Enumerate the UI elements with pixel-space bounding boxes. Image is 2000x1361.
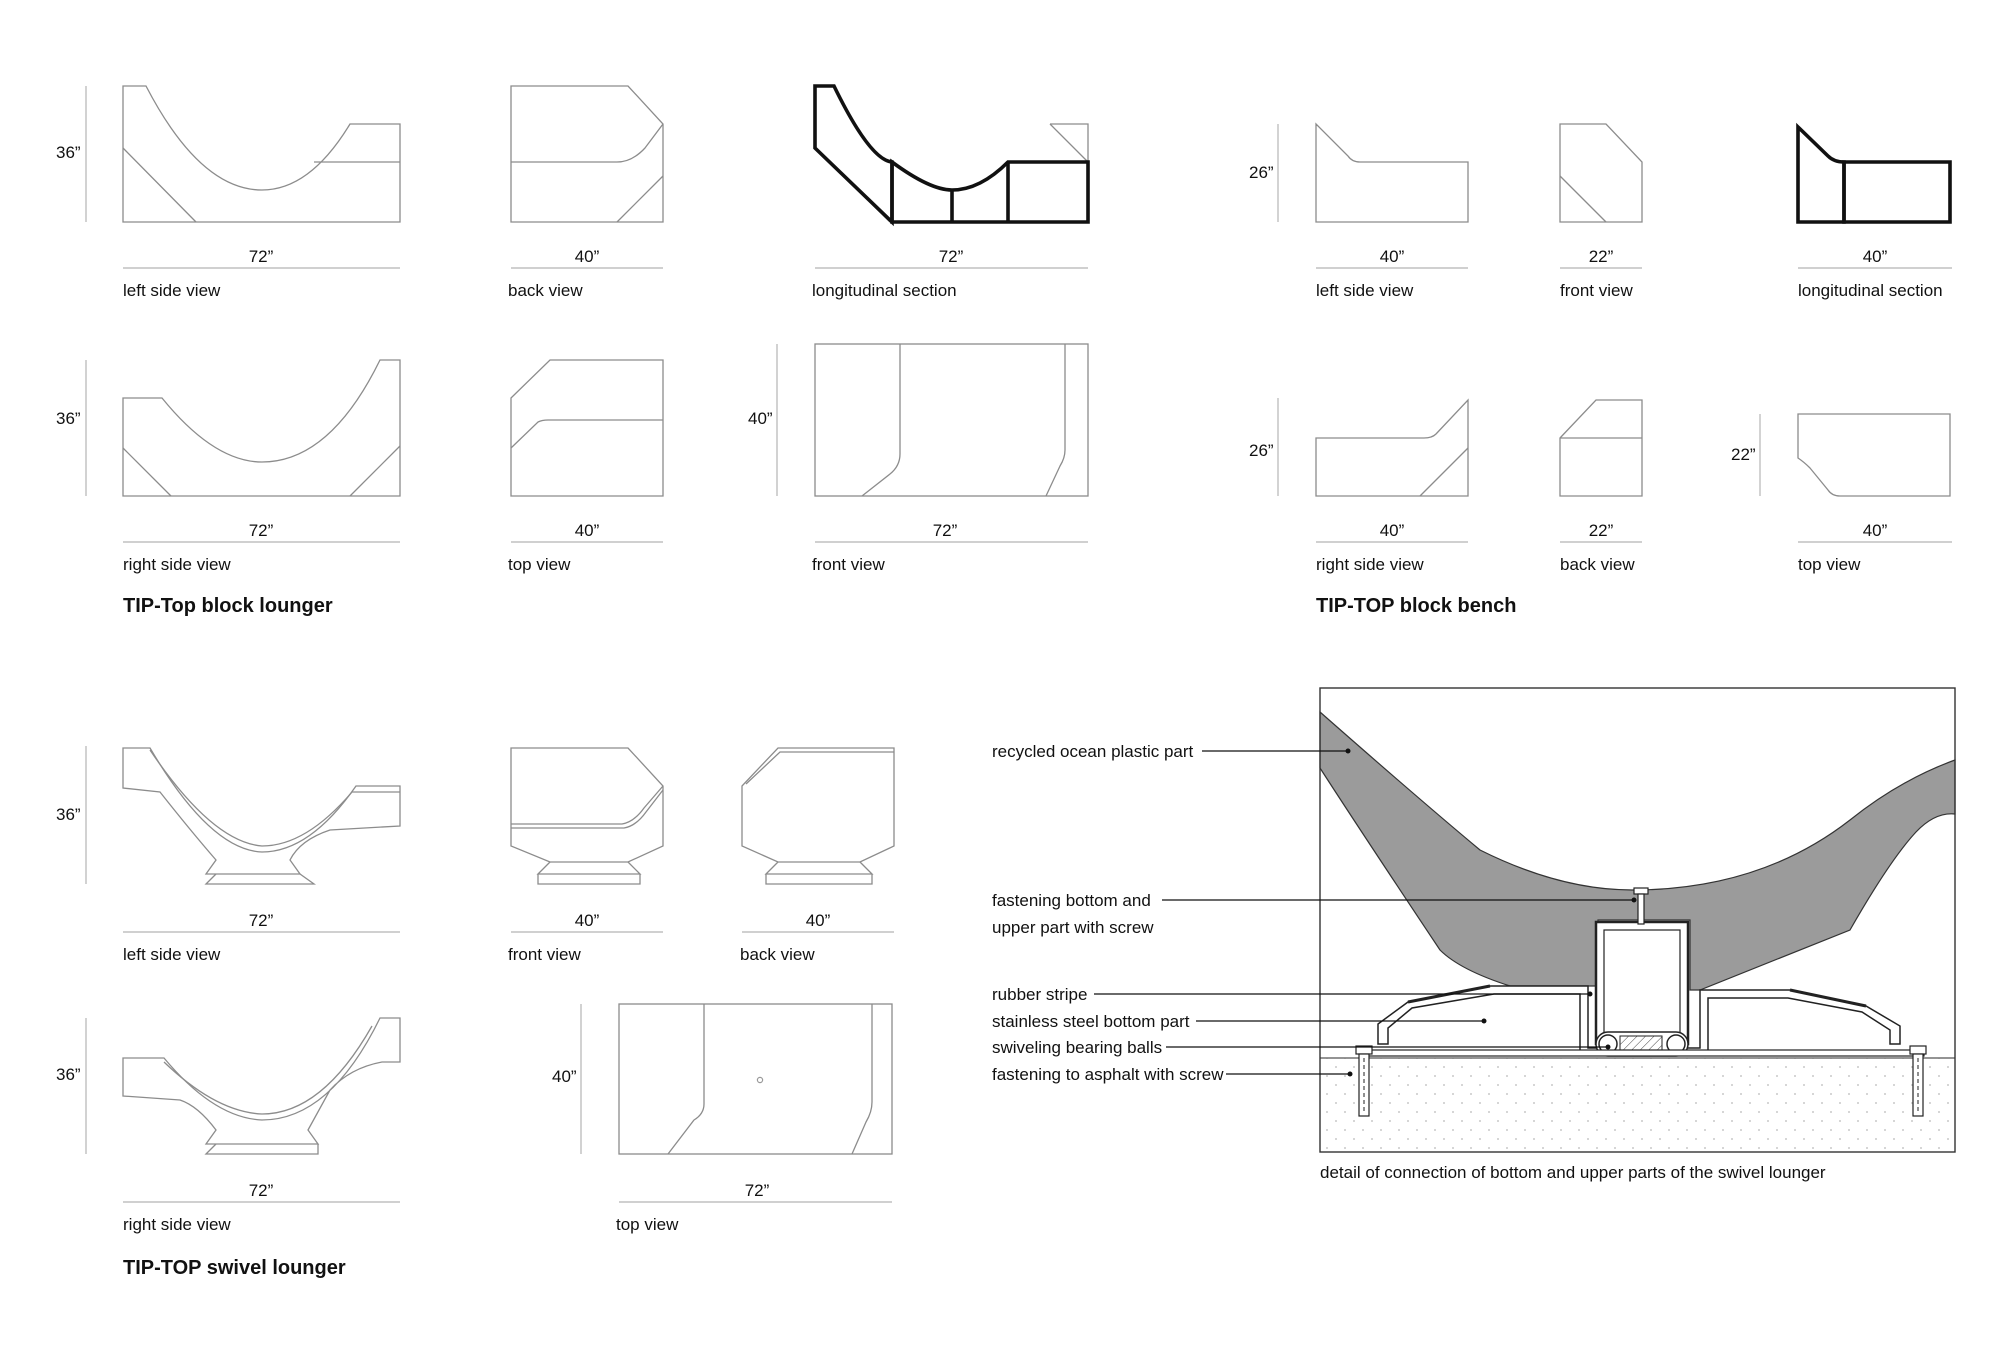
- central-steel-box: [1594, 920, 1690, 1046]
- bench-back-width-dim: 22”: [1589, 521, 1614, 540]
- detail-frame: [1319, 687, 1956, 1153]
- swivel-front-width-dim: 40”: [575, 911, 600, 930]
- lounger-back-width-dim: 40”: [575, 247, 600, 266]
- lounger-group: 36” 72” left side view 40” back view: [56, 84, 1090, 617]
- lounger-front-width-dim: 72”: [933, 521, 958, 540]
- lounger-width-dim: 72”: [249, 247, 274, 266]
- plastic-upper-part: [1319, 710, 1956, 991]
- label-fastening-line1: fastening bottom and: [992, 891, 1151, 910]
- asphalt-screw-left: [1355, 1045, 1373, 1117]
- swivel-back-view-label: back view: [740, 945, 815, 964]
- detail-caption: detail of connection of bottom and upper…: [1320, 1163, 1826, 1182]
- bench-height-dim: 26”: [1249, 163, 1274, 182]
- swivel-left-side-view: 36” 72” left side view: [56, 746, 401, 964]
- bench-title: TIP-TOP block bench: [1316, 595, 1516, 617]
- connection-detail: recycled ocean plastic part fastening bo…: [992, 687, 1956, 1182]
- label-rubber-stripe: rubber stripe: [992, 985, 1087, 1004]
- swivel-right-height-dim: 36”: [56, 1065, 81, 1084]
- bench-top-view: 22” 40” top view: [1731, 413, 1952, 574]
- lounger-left-side-view: 36” 72” left side view: [56, 85, 401, 300]
- bench-left-side-view: 26” 40” left side view: [1249, 122, 1469, 300]
- lounger-back-view-label: back view: [508, 281, 583, 300]
- bench-longitudinal-section: 40” longitudinal section: [1796, 122, 1952, 300]
- swivel-right-side-view-label: right side view: [123, 1215, 231, 1234]
- bench-top-width-dim: 40”: [1863, 521, 1888, 540]
- lounger-front-view-label: front view: [812, 555, 885, 574]
- label-plastic-part: recycled ocean plastic part: [992, 742, 1194, 761]
- lounger-longitudinal-section-label: longitudinal section: [812, 281, 957, 300]
- lounger-right-height-dim: 36”: [56, 409, 81, 428]
- bench-group: 26” 40” left side view 22” front view 40…: [1249, 122, 1952, 617]
- lounger-right-side-view-label: right side view: [123, 555, 231, 574]
- lounger-right-width-dim: 72”: [249, 521, 274, 540]
- swivel-back-width-dim: 40”: [806, 911, 831, 930]
- lounger-front-view: 40” 72” front view: [748, 343, 1089, 574]
- swivel-title: TIP-TOP swivel lounger: [123, 1257, 346, 1279]
- lounger-section-width-dim: 72”: [939, 247, 964, 266]
- lounger-left-side-view-label: left side view: [123, 281, 221, 300]
- swivel-right-side-view: 36” 72” right side view: [56, 1017, 401, 1234]
- lounger-height-dim: 36”: [56, 143, 81, 162]
- label-fastening-line2: upper part with screw: [992, 918, 1154, 937]
- lounger-title: TIP-Top block lounger: [123, 595, 333, 617]
- swivel-top-width-dim: 72”: [745, 1181, 770, 1200]
- swivel-front-view-label: front view: [508, 945, 581, 964]
- swivel-front-view: 40” front view: [508, 747, 664, 964]
- bench-front-width-dim: 22”: [1589, 247, 1614, 266]
- bench-top-height-dim: 22”: [1731, 445, 1756, 464]
- swivel-top-view-label: top view: [616, 1215, 679, 1234]
- bench-left-width-dim: 40”: [1380, 247, 1405, 266]
- bench-longitudinal-section-label: longitudinal section: [1798, 281, 1943, 300]
- lounger-front-height-dim: 40”: [748, 409, 773, 428]
- lounger-top-view-label: top view: [508, 555, 571, 574]
- lounger-longitudinal-section: 72” longitudinal section: [812, 84, 1090, 300]
- swivel-left-side-view-label: left side view: [123, 945, 221, 964]
- bench-right-width-dim: 40”: [1380, 521, 1405, 540]
- lounger-right-side-view: 36” 72” right side view: [56, 359, 401, 574]
- bench-front-view: 22” front view: [1559, 123, 1643, 300]
- bench-back-view-label: back view: [1560, 555, 1635, 574]
- bench-section-width-dim: 40”: [1863, 247, 1888, 266]
- swivel-back-view: 40” back view: [740, 747, 895, 964]
- bench-back-view: 22” back view: [1559, 399, 1643, 574]
- bench-right-side-view-label: right side view: [1316, 555, 1424, 574]
- label-asphalt-screw: fastening to asphalt with screw: [992, 1065, 1224, 1084]
- bench-right-side-view: 26” 40” right side view: [1249, 398, 1469, 574]
- bench-right-height-dim: 26”: [1249, 441, 1274, 460]
- swivel-right-width-dim: 72”: [249, 1181, 274, 1200]
- swivel-group: 36” 72” left side view 40” front view: [56, 746, 895, 1279]
- swivel-top-height-dim: 40”: [552, 1067, 577, 1086]
- label-bearing-balls: swiveling bearing balls: [992, 1038, 1162, 1057]
- bench-top-view-label: top view: [1798, 555, 1861, 574]
- swivel-height-dim: 36”: [56, 805, 81, 824]
- bench-front-view-label: front view: [1560, 281, 1633, 300]
- asphalt-screw-right: [1909, 1045, 1927, 1117]
- swivel-top-view: 40” 72” top view: [552, 1003, 893, 1234]
- swivel-left-width-dim: 72”: [249, 911, 274, 930]
- lounger-back-view: 40” back view: [508, 85, 664, 300]
- lounger-top-view: 40” top view: [508, 359, 664, 574]
- label-steel-bottom: stainless steel bottom part: [992, 1012, 1190, 1031]
- asphalt-ground: [1320, 1058, 1955, 1152]
- lounger-top-width-dim: 40”: [575, 521, 600, 540]
- bench-left-side-view-label: left side view: [1316, 281, 1414, 300]
